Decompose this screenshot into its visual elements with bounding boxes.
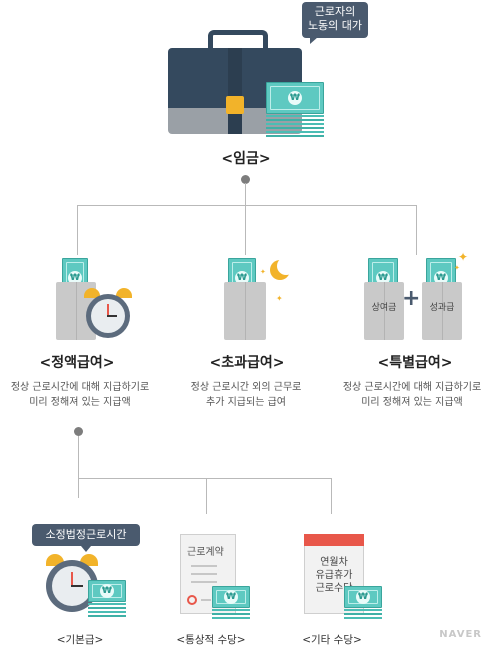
desc-line: 정상 근로시간 외의 근무로 <box>190 382 302 393</box>
fixed-pay-desc: 정상 근로시간에 대해 지급하기로 미리 정해져 있는 지급액 <box>0 380 160 410</box>
calendar-line-3: 근로수당 <box>315 583 353 594</box>
sparkle-icon: ✦ <box>454 264 460 272</box>
sparkle-icon: ✦ <box>458 250 469 264</box>
bubble-line-2: 노동의 대가 <box>307 19 363 32</box>
seal-icon <box>187 595 197 605</box>
contract-title: 근로계약 <box>187 547 224 558</box>
calendar-line-1: 연월차 <box>320 557 348 568</box>
connector-line <box>416 205 417 255</box>
overtime-pay-title: <초과급여> <box>209 355 285 371</box>
other-allowance-illustration: 연월차 유급휴가 근로수당 ₩ <box>300 530 390 622</box>
base-pay-title: <기본급> <box>56 634 104 646</box>
plus-icon: + <box>402 286 421 311</box>
watermark: NAVER <box>439 629 482 640</box>
other-allowance-title: <기타 수당> <box>302 634 362 646</box>
connector-line <box>78 478 332 479</box>
desc-line: 미리 정해져 있는 지급액 <box>361 397 463 408</box>
special-pay-title: <특별급여> <box>377 355 453 371</box>
bonus-label: 상여금 <box>371 303 397 313</box>
wage-title: <임금> <box>221 151 271 167</box>
desc-line: 정상 근로시간에 대해 지급하기로 <box>342 382 482 393</box>
overtime-pay-illustration: ₩ ✦ ✦ <box>222 257 302 342</box>
star-icon: ✦ <box>260 268 266 276</box>
performance-bonus-label: 성과급 <box>429 303 455 313</box>
bubble-line-1: 근로자의 <box>314 5 356 18</box>
won-coin-icon: ₩ <box>224 590 238 604</box>
connector-line <box>245 205 246 255</box>
fixed-pay-illustration: ₩ <box>52 258 142 342</box>
star-icon: ✦ <box>276 294 283 303</box>
connector-line <box>78 436 79 498</box>
wage-definition-bubble: 근로자의 노동의 대가 <box>302 2 368 44</box>
connector-line <box>77 205 417 206</box>
desc-line: 미리 정해져 있는 지급액 <box>29 397 131 408</box>
alarm-clock-icon <box>82 288 134 340</box>
calendar-icon: 연월차 유급휴가 근로수당 <box>304 534 364 614</box>
won-coin-icon: ₩ <box>434 271 448 285</box>
regular-allowance-title: <통상적 수당> <box>176 634 246 646</box>
statutory-hours-bubble: 소정법정근로시간 <box>32 524 140 552</box>
special-pay-illustration: ₩ 상여금 + ₩ 성과급 ✦ ✦ <box>362 250 482 342</box>
special-pay-desc: 정상 근로시간에 대해 지급하기로 미리 정해져 있는 지급액 <box>332 380 492 410</box>
fixed-pay-title: <정액급여> <box>39 355 115 371</box>
won-coin-icon: ₩ <box>100 584 114 598</box>
won-coin-icon: ₩ <box>376 271 390 285</box>
won-coin-icon: ₩ <box>356 590 370 604</box>
won-coin-icon: ₩ <box>68 271 82 285</box>
tree-node-dot <box>74 427 83 436</box>
regular-allowance-illustration: 근로계약 ₩ <box>176 530 256 622</box>
money-stack-icon: ₩ <box>266 82 326 138</box>
desc-line: 추가 지급되는 급여 <box>206 397 286 408</box>
connector-line <box>77 205 78 255</box>
won-coin-icon: ₩ <box>235 271 249 285</box>
won-coin-icon: ₩ <box>288 91 302 105</box>
calendar-line-2: 유급휴가 <box>315 570 353 581</box>
overtime-pay-desc: 정상 근로시간 외의 근무로 추가 지급되는 급여 <box>166 380 326 410</box>
base-pay-illustration: ₩ <box>42 552 132 620</box>
connector-line <box>245 183 246 205</box>
connector-line <box>331 478 332 514</box>
connector-line <box>206 478 207 514</box>
tree-node-dot <box>241 175 250 184</box>
desc-line: 정상 근로시간에 대해 지급하기로 <box>10 382 150 393</box>
